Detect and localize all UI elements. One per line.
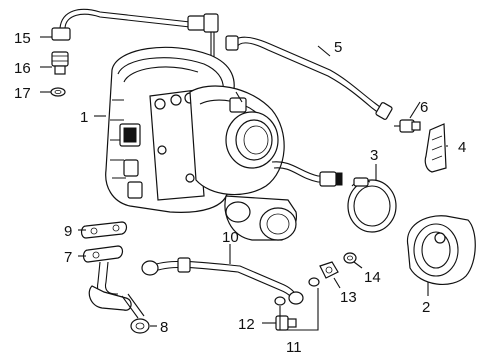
part-17-o-ring — [50, 87, 66, 97]
part-10-coolant-line — [141, 257, 304, 305]
callout-13: 13 — [340, 289, 357, 306]
callout-10: 10 — [222, 229, 239, 246]
part-16-fitting — [51, 51, 69, 75]
part-9-gasket — [80, 221, 128, 239]
callout-11: 11 — [286, 339, 302, 356]
callout-14: 14 — [364, 269, 381, 286]
callout-16: 16 — [14, 60, 31, 77]
callout-1: 1 — [80, 109, 88, 126]
part-7-oil-drain — [82, 245, 145, 319]
callout-3: 3 — [370, 147, 378, 164]
part-4-heat-shield — [424, 123, 447, 173]
callout-5: 5 — [334, 39, 342, 56]
callout-7: 7 — [64, 249, 72, 266]
part-5-sensor-line — [225, 35, 393, 120]
callout-2: 2 — [422, 299, 430, 316]
callout-15: 15 — [14, 30, 31, 47]
callout-6: 6 — [420, 99, 428, 116]
part-15-oil-feed-line — [51, 8, 219, 70]
part-12-bolt — [275, 315, 297, 331]
callout-17: 17 — [14, 85, 31, 102]
callout-labels: 15 16 17 1 5 6 4 3 2 9 7 8 10 12 11 13 1… — [14, 30, 466, 356]
part-1-turbocharger — [105, 46, 343, 241]
leader-lines — [40, 36, 448, 331]
part-6-sensor — [394, 119, 421, 133]
callout-12: 12 — [238, 316, 255, 333]
part-13-nut — [319, 261, 339, 279]
part-2-flange — [406, 215, 476, 285]
callout-8: 8 — [160, 319, 168, 336]
part-14-washer — [343, 252, 357, 264]
callout-9: 9 — [64, 223, 72, 240]
part-8-nut — [130, 318, 150, 334]
part-3-clamp — [347, 177, 397, 233]
callout-4: 4 — [458, 139, 466, 156]
part-11-washers — [274, 277, 320, 306]
